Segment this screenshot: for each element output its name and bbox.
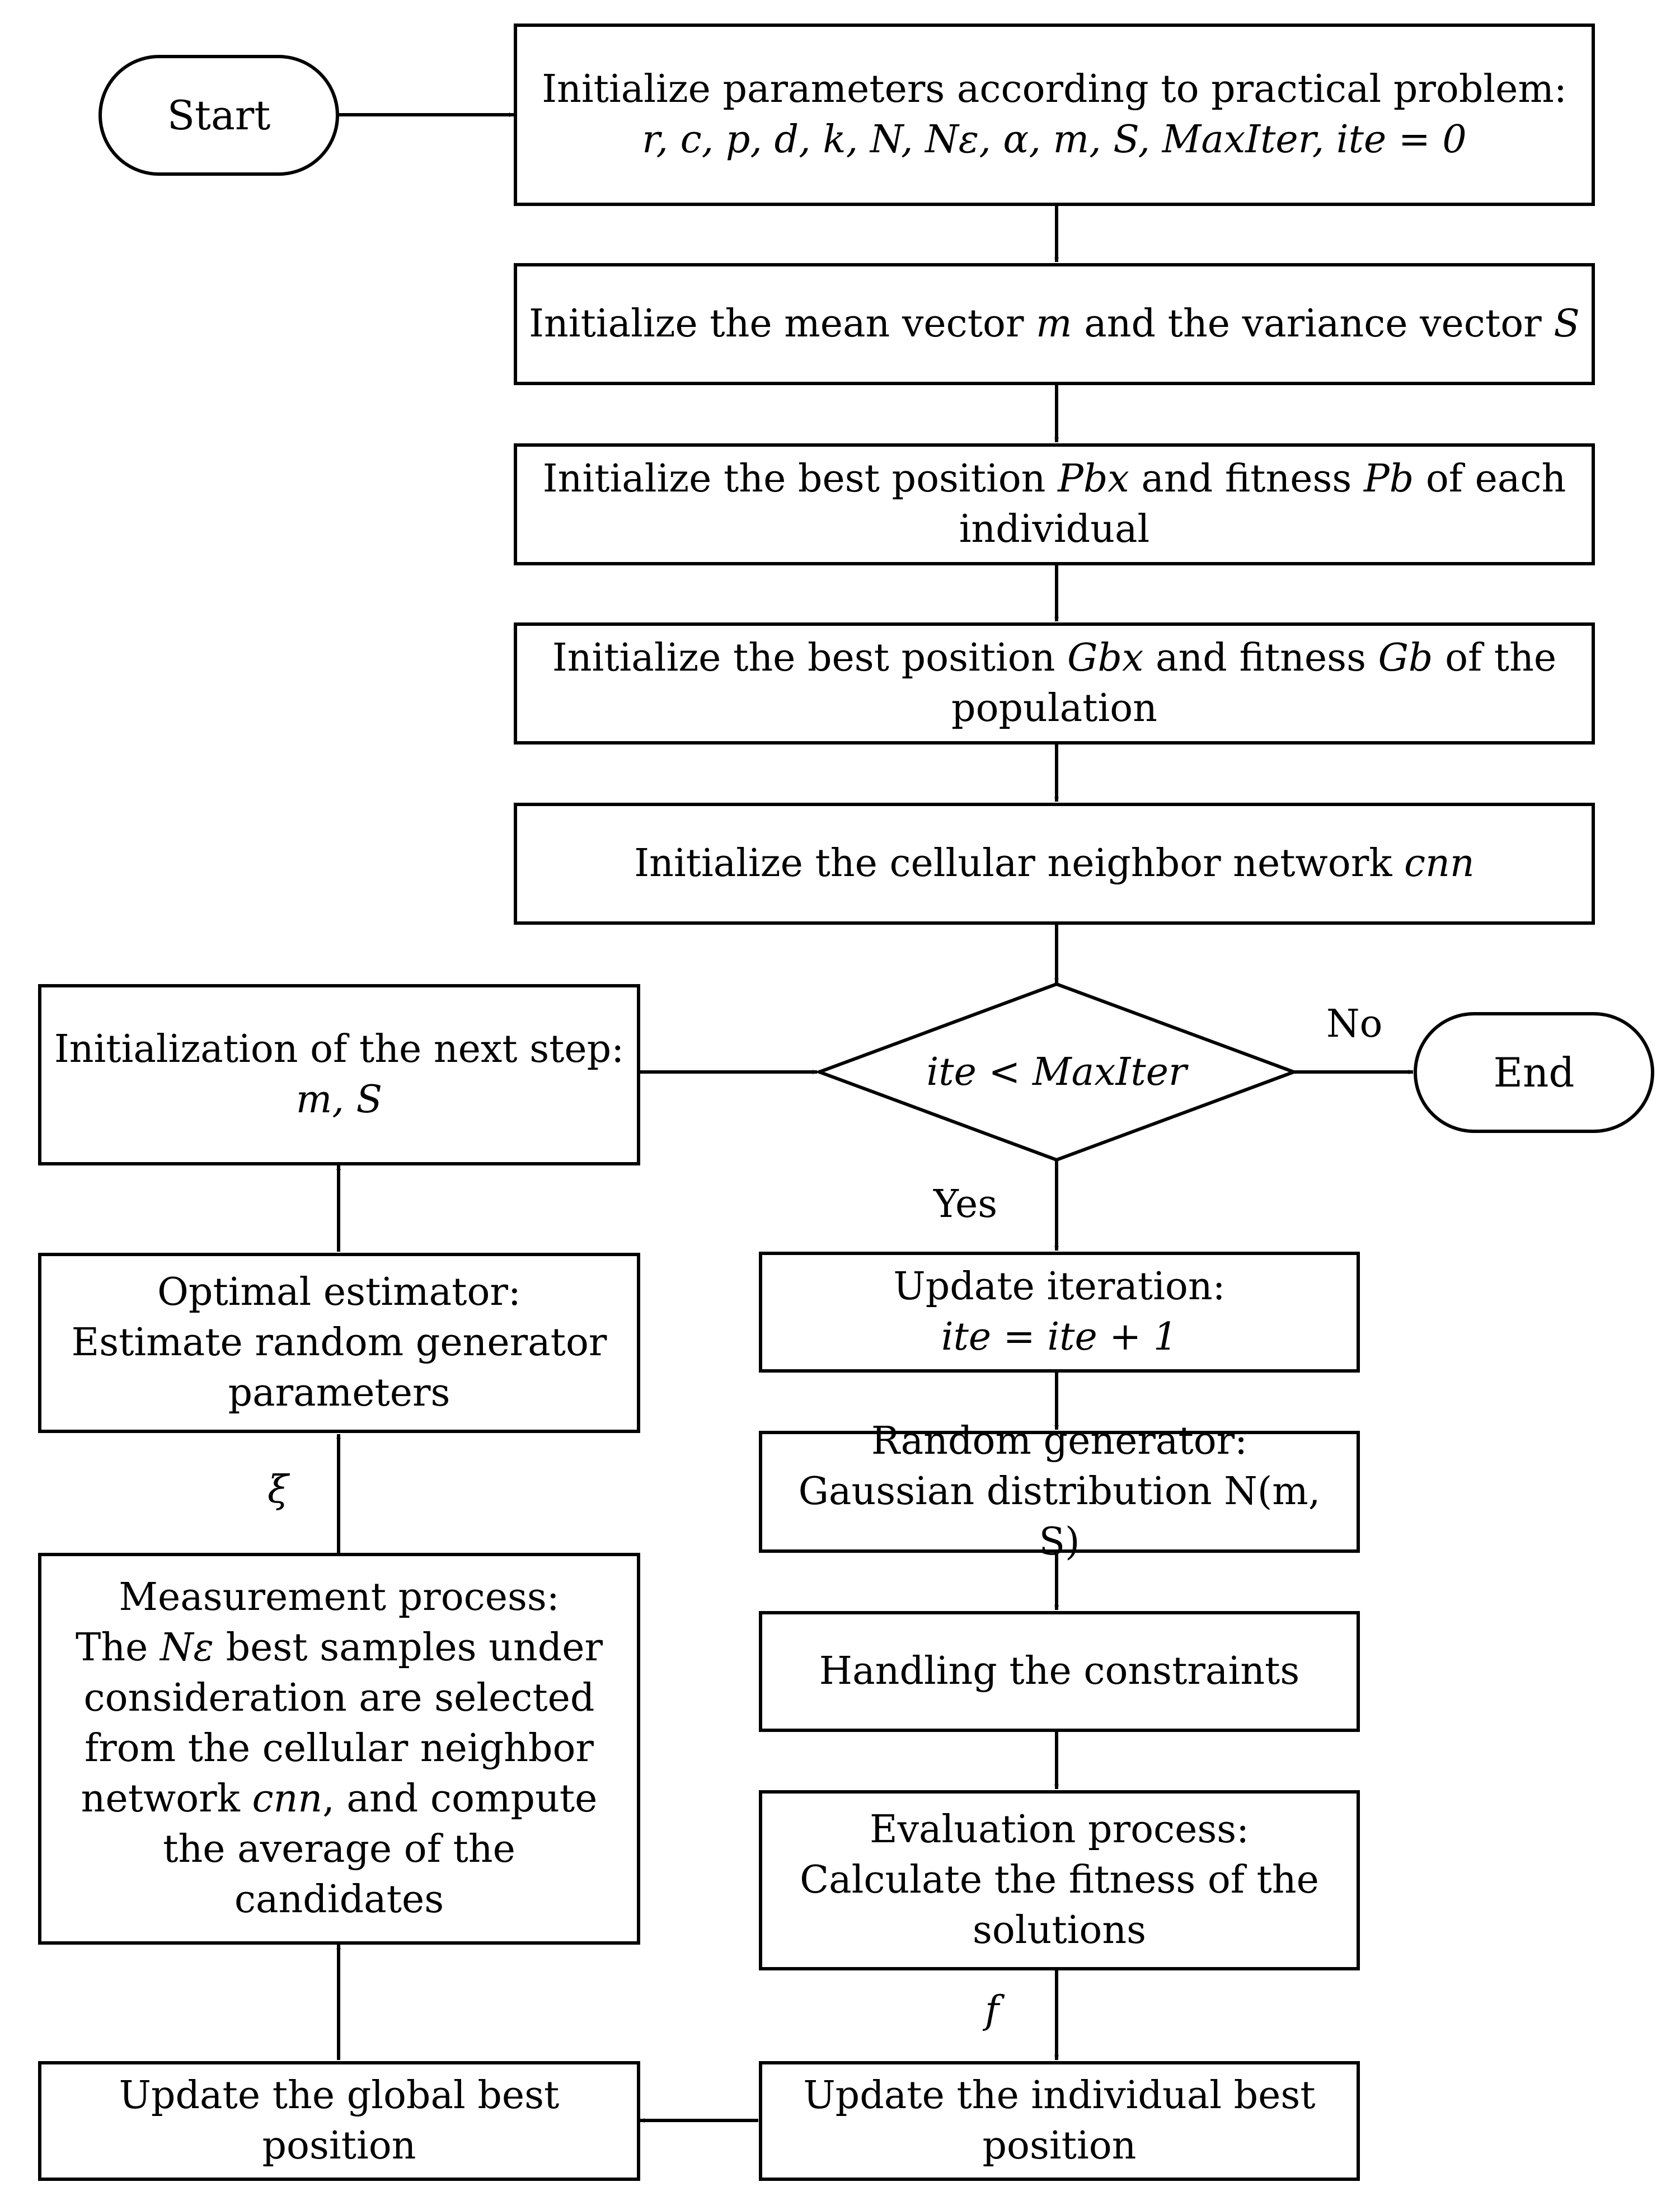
start-terminal: Start <box>98 55 339 176</box>
init-gbest-text-3: of the population <box>951 636 1557 731</box>
init-mean-text-1: Initialize the mean vector <box>529 302 1036 346</box>
init-individual-best-text: Initialize the best position Pbx and fit… <box>528 454 1580 555</box>
init-pbest-text-3: of each individual <box>959 457 1566 551</box>
cnn-ref-symbol: cnn <box>252 1777 323 1821</box>
n-epsilon-symbol: Nε <box>159 1626 214 1670</box>
init-parameters-box: Initialize parameters according to pract… <box>514 24 1595 206</box>
evaluation-title: Evaluation process: <box>869 1808 1250 1852</box>
global-best-text: Update the global best position <box>119 2073 560 2168</box>
init-pbest-text-1: Initialize the best position <box>542 457 1058 501</box>
evaluation-box: Evaluation process: Calculate the fitnes… <box>759 1790 1360 1970</box>
random-generator-distribution: Gaussian distribution N(m, S) <box>798 1469 1321 1564</box>
init-mean-text-2: and the variance vector <box>1072 302 1554 346</box>
end-label: End <box>1493 1049 1575 1096</box>
gb-symbol: Gb <box>1378 636 1433 680</box>
mean-symbol: m <box>1036 302 1072 346</box>
individual-best-text: Update the individual best position <box>803 2073 1316 2168</box>
variance-symbol: S <box>1554 302 1580 346</box>
init-cnn-text: Initialize the cellular neighbor network… <box>634 839 1474 889</box>
init-parameters-list: r, c, p, d, k, N, Nε, α, m, S, MaxIter, … <box>642 118 1467 162</box>
next-step-box: Initialization of the next step: m, S <box>38 984 640 1165</box>
measurement-text-1: The <box>75 1626 160 1670</box>
update-iteration-formula: ite = ite + 1 <box>941 1315 1178 1359</box>
end-terminal: End <box>1414 1012 1654 1133</box>
f-label: f <box>985 1988 999 2033</box>
pbx-symbol: Pbx <box>1058 457 1129 501</box>
decision-diamond <box>814 982 1299 1162</box>
start-label: Start <box>167 92 271 139</box>
init-parameters-title: Initialize parameters according to pract… <box>542 67 1567 111</box>
init-cnn-box: Initialize the cellular neighbor network… <box>514 803 1595 925</box>
random-generator-title: Random generator: <box>871 1419 1248 1463</box>
next-step-params: m, S <box>295 1078 383 1122</box>
init-mean-variance-text: Initialize the mean vector m and the var… <box>529 299 1580 349</box>
pb-symbol: Pb <box>1363 457 1414 501</box>
constraints-text: Handling the constraints <box>819 1649 1300 1693</box>
measurement-text-3: , and compute the average of the candida… <box>163 1777 598 1922</box>
evaluation-description: Calculate the fitness of the solutions <box>800 1858 1319 1953</box>
gbx-symbol: Gbx <box>1067 636 1144 680</box>
random-generator-box: Random generator: Gaussian distribution … <box>759 1419 1360 1564</box>
init-cnn-text-1: Initialize the cellular neighbor network <box>634 841 1405 886</box>
init-pbest-text-2: and fitness <box>1129 457 1364 501</box>
yes-label: Yes <box>933 1182 998 1226</box>
measurement-box: Measurement process: The Nε best samples… <box>38 1553 640 1945</box>
measurement-title: Measurement process: <box>119 1575 560 1619</box>
measurement-text-2: best samples under consideration are sel… <box>81 1626 603 1821</box>
global-best-box: Update the global best position <box>38 2061 640 2181</box>
update-iteration-box: Update iteration: ite = ite + 1 <box>759 1252 1360 1373</box>
xi-label: ξ <box>268 1468 289 1512</box>
init-individual-best-box: Initialize the best position Pbx and fit… <box>514 443 1595 565</box>
optimal-estimator-box: Optimal estimator: Estimate random gener… <box>38 1253 640 1433</box>
no-label: No <box>1326 1002 1383 1046</box>
init-population-best-box: Initialize the best position Gbx and fit… <box>514 622 1595 745</box>
decision-condition: ite < MaxIter <box>926 1050 1187 1094</box>
individual-best-box: Update the individual best position <box>759 2061 1360 2181</box>
init-mean-variance-box: Initialize the mean vector m and the var… <box>514 263 1595 385</box>
init-population-best-text: Initialize the best position Gbx and fit… <box>528 633 1580 734</box>
init-gbest-text-1: Initialize the best position <box>552 636 1068 680</box>
optimal-estimator-description: Estimate random generator parameters <box>71 1321 607 1415</box>
next-step-title: Initialization of the next step: <box>54 1027 625 1071</box>
measurement-description: The Nε best samples under consideration … <box>53 1623 626 1925</box>
init-gbest-text-2: and fitness <box>1143 636 1378 680</box>
constraints-box: Handling the constraints <box>759 1611 1360 1732</box>
update-iteration-title: Update iteration: <box>893 1265 1226 1309</box>
cnn-symbol: cnn <box>1404 841 1475 886</box>
optimal-estimator-title: Optimal estimator: <box>157 1270 521 1314</box>
